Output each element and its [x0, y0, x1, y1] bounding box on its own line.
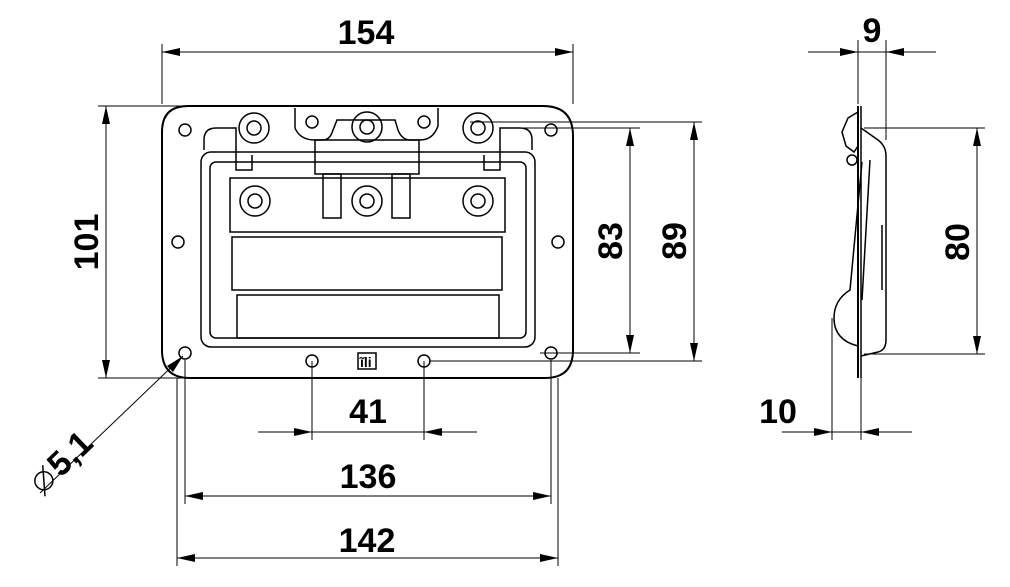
handle-grip-lower: [236, 294, 500, 339]
arrow-89-bottom: [690, 343, 698, 361]
dim-label-83: 83: [592, 222, 630, 260]
arrow-9-left: [840, 48, 858, 56]
arrow-142-left: [177, 554, 195, 562]
rivet-top-center-outer: [351, 111, 383, 143]
dim-label-101: 101: [68, 214, 106, 271]
side-view: 9 10 80: [759, 12, 985, 440]
dim-label-142: 142: [339, 522, 396, 560]
hole-top-center-left: [305, 115, 319, 129]
arrow-136-right: [533, 492, 551, 500]
arrow-80-top: [973, 128, 981, 146]
dim-label-diameter: 5,1: [40, 424, 100, 484]
arrow-154-left: [162, 48, 180, 56]
arrow-10-right: [861, 428, 879, 436]
leader-diameter: [39, 355, 184, 494]
rivet-mid-center-inner: [359, 193, 375, 209]
rivet-top-left-outer: [238, 112, 270, 144]
arrow-41-right: [424, 428, 442, 436]
arrow-154-right: [555, 48, 573, 56]
arrow-89-top: [690, 122, 698, 140]
latch-slot-right: [391, 173, 411, 219]
side-handle-profile: [841, 111, 859, 154]
tray-inner: [209, 161, 527, 339]
rivet-mid-right-outer: [462, 185, 494, 217]
dim-label-9: 9: [863, 12, 882, 50]
front-view: ĩli: [161, 105, 574, 379]
latch-slot-left: [322, 173, 342, 219]
rivet-top-left-inner: [246, 120, 262, 136]
rivet-mid-right-inner: [470, 193, 486, 209]
rivet-mid-left-inner: [247, 193, 263, 209]
hole-top-left: [178, 123, 192, 137]
arrow-83-top: [626, 128, 634, 146]
hole-side-right: [551, 235, 565, 249]
arrow-83-bottom: [626, 335, 634, 353]
dim-label-41: 41: [349, 393, 387, 431]
center-latch-block: [314, 139, 420, 175]
dim-label-80: 80: [939, 223, 977, 261]
arrow-80-bottom: [973, 336, 981, 354]
flange-outline: [161, 105, 574, 379]
side-handle-arm: [833, 161, 863, 347]
tray-outer: [200, 151, 536, 348]
arrow-diameter: [167, 356, 183, 372]
arrow-10-left: [814, 428, 832, 436]
dim-label-89: 89: [656, 222, 694, 260]
right-hinge-lug: [483, 127, 533, 171]
arrow-136-left: [185, 492, 203, 500]
dim-label-154: 154: [338, 14, 395, 52]
arrow-9-right: [886, 48, 904, 56]
handle-bar-outline: [229, 177, 506, 233]
hole-top-center-right: [417, 115, 431, 129]
handle-grip-upper: [231, 236, 503, 291]
arrow-101-top: [102, 106, 110, 124]
side-pin: [846, 154, 858, 166]
diameter-symbol-slash: [41, 465, 46, 497]
rivet-top-right-outer: [462, 112, 494, 144]
rivet-mid-left-outer: [239, 185, 271, 217]
dim-label-136: 136: [340, 458, 397, 496]
hole-bottom-left: [178, 346, 192, 360]
arrow-41-left: [294, 428, 312, 436]
diameter-symbol-icon: [34, 471, 54, 491]
rivet-top-center-inner: [359, 119, 375, 135]
arrow-101-bottom: [102, 360, 110, 378]
side-handle-arm-inner: [861, 159, 871, 301]
arrow-142-right: [540, 554, 558, 562]
dim-label-10: 10: [759, 393, 797, 431]
logo-mark: ĩli: [359, 354, 372, 370]
hole-top-right: [544, 123, 558, 137]
top-center-bracket: [294, 108, 439, 141]
front-dimensions: 154 101 83 89 41 136: [34, 14, 702, 566]
rivet-mid-center-outer: [351, 185, 383, 217]
left-hinge-lug: [203, 127, 253, 171]
side-tray-profile: [860, 127, 887, 357]
hole-side-left: [171, 235, 185, 249]
diameter-callout: 5,1: [34, 424, 100, 497]
rivet-top-right-inner: [470, 120, 486, 136]
logo-box: [357, 352, 377, 370]
